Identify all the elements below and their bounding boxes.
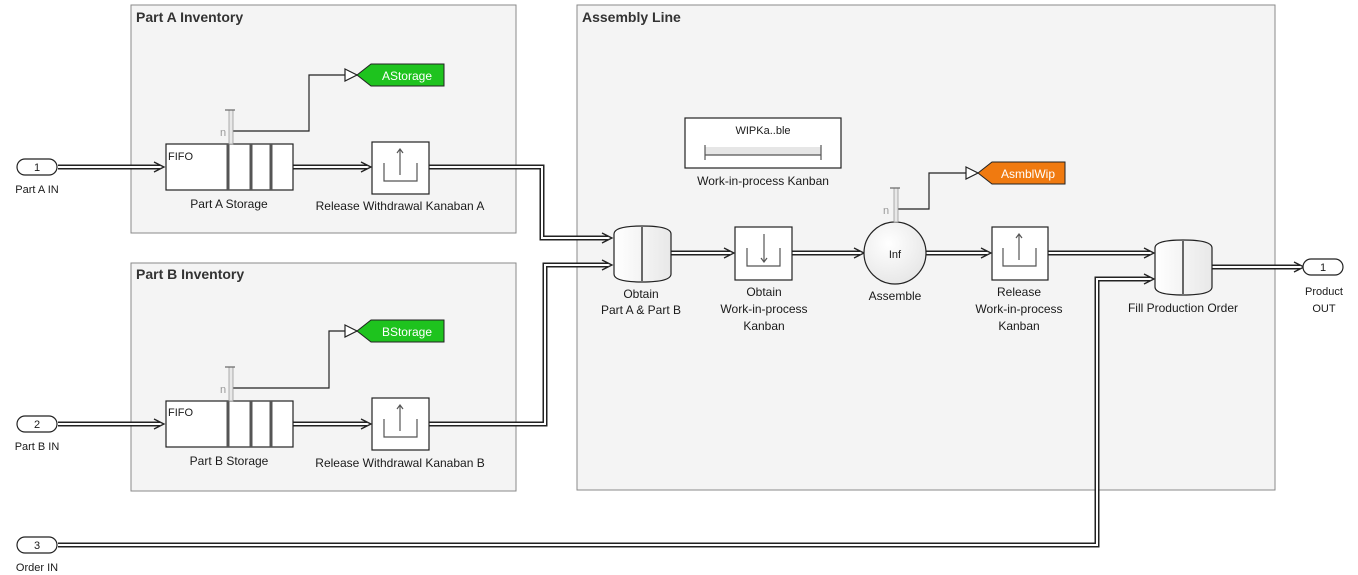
entity-connections <box>58 161 1306 548</box>
connection-part-a-in-to-storage-a <box>58 161 166 173</box>
outport-product[interactable]: 1 Product OUT <box>1302 258 1344 315</box>
queue-type-tag: FIFO <box>168 407 193 419</box>
goto-tag-bstorage[interactable]: BStorage <box>356 319 445 343</box>
block-label: Part A Storage <box>190 197 268 211</box>
port-label-line2: OUT <box>1312 303 1336 315</box>
inport-part-b[interactable]: 2 Part B IN <box>15 415 60 453</box>
release-resource-icon <box>1002 233 1037 267</box>
goto-tag-shape <box>977 161 1066 185</box>
port-label: Part B IN <box>15 441 60 453</box>
connection-storage-a-to-release-a <box>293 161 373 173</box>
block-part-a-storage[interactable]: FIFO n Part A Storage <box>165 109 294 211</box>
block-label-line3: Kanban <box>743 319 784 333</box>
area-title: Part B Inventory <box>136 266 244 282</box>
area-title: Assembly Line <box>582 9 681 25</box>
block-part-b-storage[interactable]: FIFO n Part B Storage <box>165 366 294 468</box>
port-label: Part A IN <box>15 184 58 196</box>
port-label: Order IN <box>16 562 58 574</box>
queue-type-tag: FIFO <box>168 151 193 163</box>
goto-tag-shape <box>356 319 445 343</box>
count-port-stem <box>228 109 234 145</box>
signal-storage-a-count <box>231 74 357 132</box>
goto-tag-astorage[interactable]: AStorage <box>356 63 445 87</box>
block-label-line2: Part A & Part B <box>601 303 681 317</box>
block-label-line2: Work-in-process <box>720 302 807 316</box>
block-label-line3: Kanban <box>998 319 1039 333</box>
port-number: 2 <box>34 419 40 431</box>
count-port-stem <box>228 366 234 402</box>
block-label: Assemble <box>869 289 922 303</box>
count-port-label: n <box>220 384 226 396</box>
inport-order[interactable]: 3 Order IN <box>16 536 58 574</box>
signal-arrowheads <box>344 68 980 338</box>
area-title: Part A Inventory <box>136 9 243 25</box>
block-assemble-server[interactable]: Inf n Assemble <box>863 187 927 303</box>
block-label: Fill Production Order <box>1128 301 1238 315</box>
port-number: 1 <box>1320 262 1326 274</box>
area-part-a-inventory[interactable]: Part A Inventory <box>130 4 517 234</box>
block-label-line1: Obtain <box>746 285 781 299</box>
port-number: 3 <box>34 540 40 552</box>
port-number: 1 <box>34 162 40 174</box>
goto-tag-asmblwip[interactable]: AsmblWip <box>977 161 1066 185</box>
block-release-withdrawal-kanban-a[interactable]: Release Withdrawal Kanaban A <box>316 141 485 213</box>
acquire-resource-icon <box>746 234 781 267</box>
connection-part-b-in-to-storage-b <box>58 418 166 430</box>
block-fill-production-order[interactable]: Fill Production Order <box>1128 239 1238 315</box>
block-label-line1: Release <box>997 285 1041 299</box>
count-port-label: n <box>883 205 889 217</box>
area-part-b-inventory[interactable]: Part B Inventory <box>130 262 517 492</box>
signal-lines <box>231 74 970 389</box>
connection-release-wip-to-fill-order <box>1048 247 1156 259</box>
block-label: Work-in-process Kanban <box>697 174 829 188</box>
port-label-line1: Product <box>1305 286 1343 298</box>
block-obtain-part-a-part-b[interactable]: Obtain Part A & Part B <box>601 225 681 317</box>
count-port-label: n <box>220 127 226 139</box>
block-release-wip-kanban[interactable]: Release Work-in-process Kanban <box>975 226 1063 333</box>
signal-assemble-count <box>896 172 970 210</box>
release-resource-icon <box>383 148 418 182</box>
signal-storage-b-count <box>231 330 357 389</box>
connection-release-a-to-obtain <box>429 164 614 244</box>
block-label: Release Withdrawal Kanaban B <box>315 456 484 470</box>
goto-tag-label: AStorage <box>382 69 432 83</box>
server-capacity: Inf <box>889 249 902 261</box>
resource-pool-bar <box>705 147 821 155</box>
connection-release-b-to-obtain <box>429 259 614 427</box>
block-label-line1: Obtain <box>623 287 658 301</box>
connection-storage-b-to-release-b <box>293 418 373 430</box>
block-obtain-wip-kanban[interactable]: Obtain Work-in-process Kanban <box>720 226 808 333</box>
block-label: Part B Storage <box>190 454 269 468</box>
count-port-stem <box>893 187 899 223</box>
release-resource-icon <box>383 404 418 438</box>
block-label-line2: Work-in-process <box>975 302 1062 316</box>
resource-pool-title: WIPKa..ble <box>735 125 790 137</box>
goto-tag-shape <box>356 63 445 87</box>
inport-part-a[interactable]: 1 Part A IN <box>15 158 59 196</box>
block-label: Release Withdrawal Kanaban A <box>316 199 485 213</box>
connection-order-in-to-fill-order <box>58 273 1156 548</box>
connection-obtain-to-obtain-wip <box>671 247 736 259</box>
goto-tag-label: AsmblWip <box>1001 167 1055 181</box>
block-release-withdrawal-kanban-b[interactable]: Release Withdrawal Kanaban B <box>315 397 485 470</box>
goto-tag-label: BStorage <box>382 325 432 339</box>
block-wip-kanban-table[interactable]: WIPKa..ble Work-in-process Kanban <box>684 117 842 188</box>
connection-assemble-to-release-wip <box>926 247 993 259</box>
